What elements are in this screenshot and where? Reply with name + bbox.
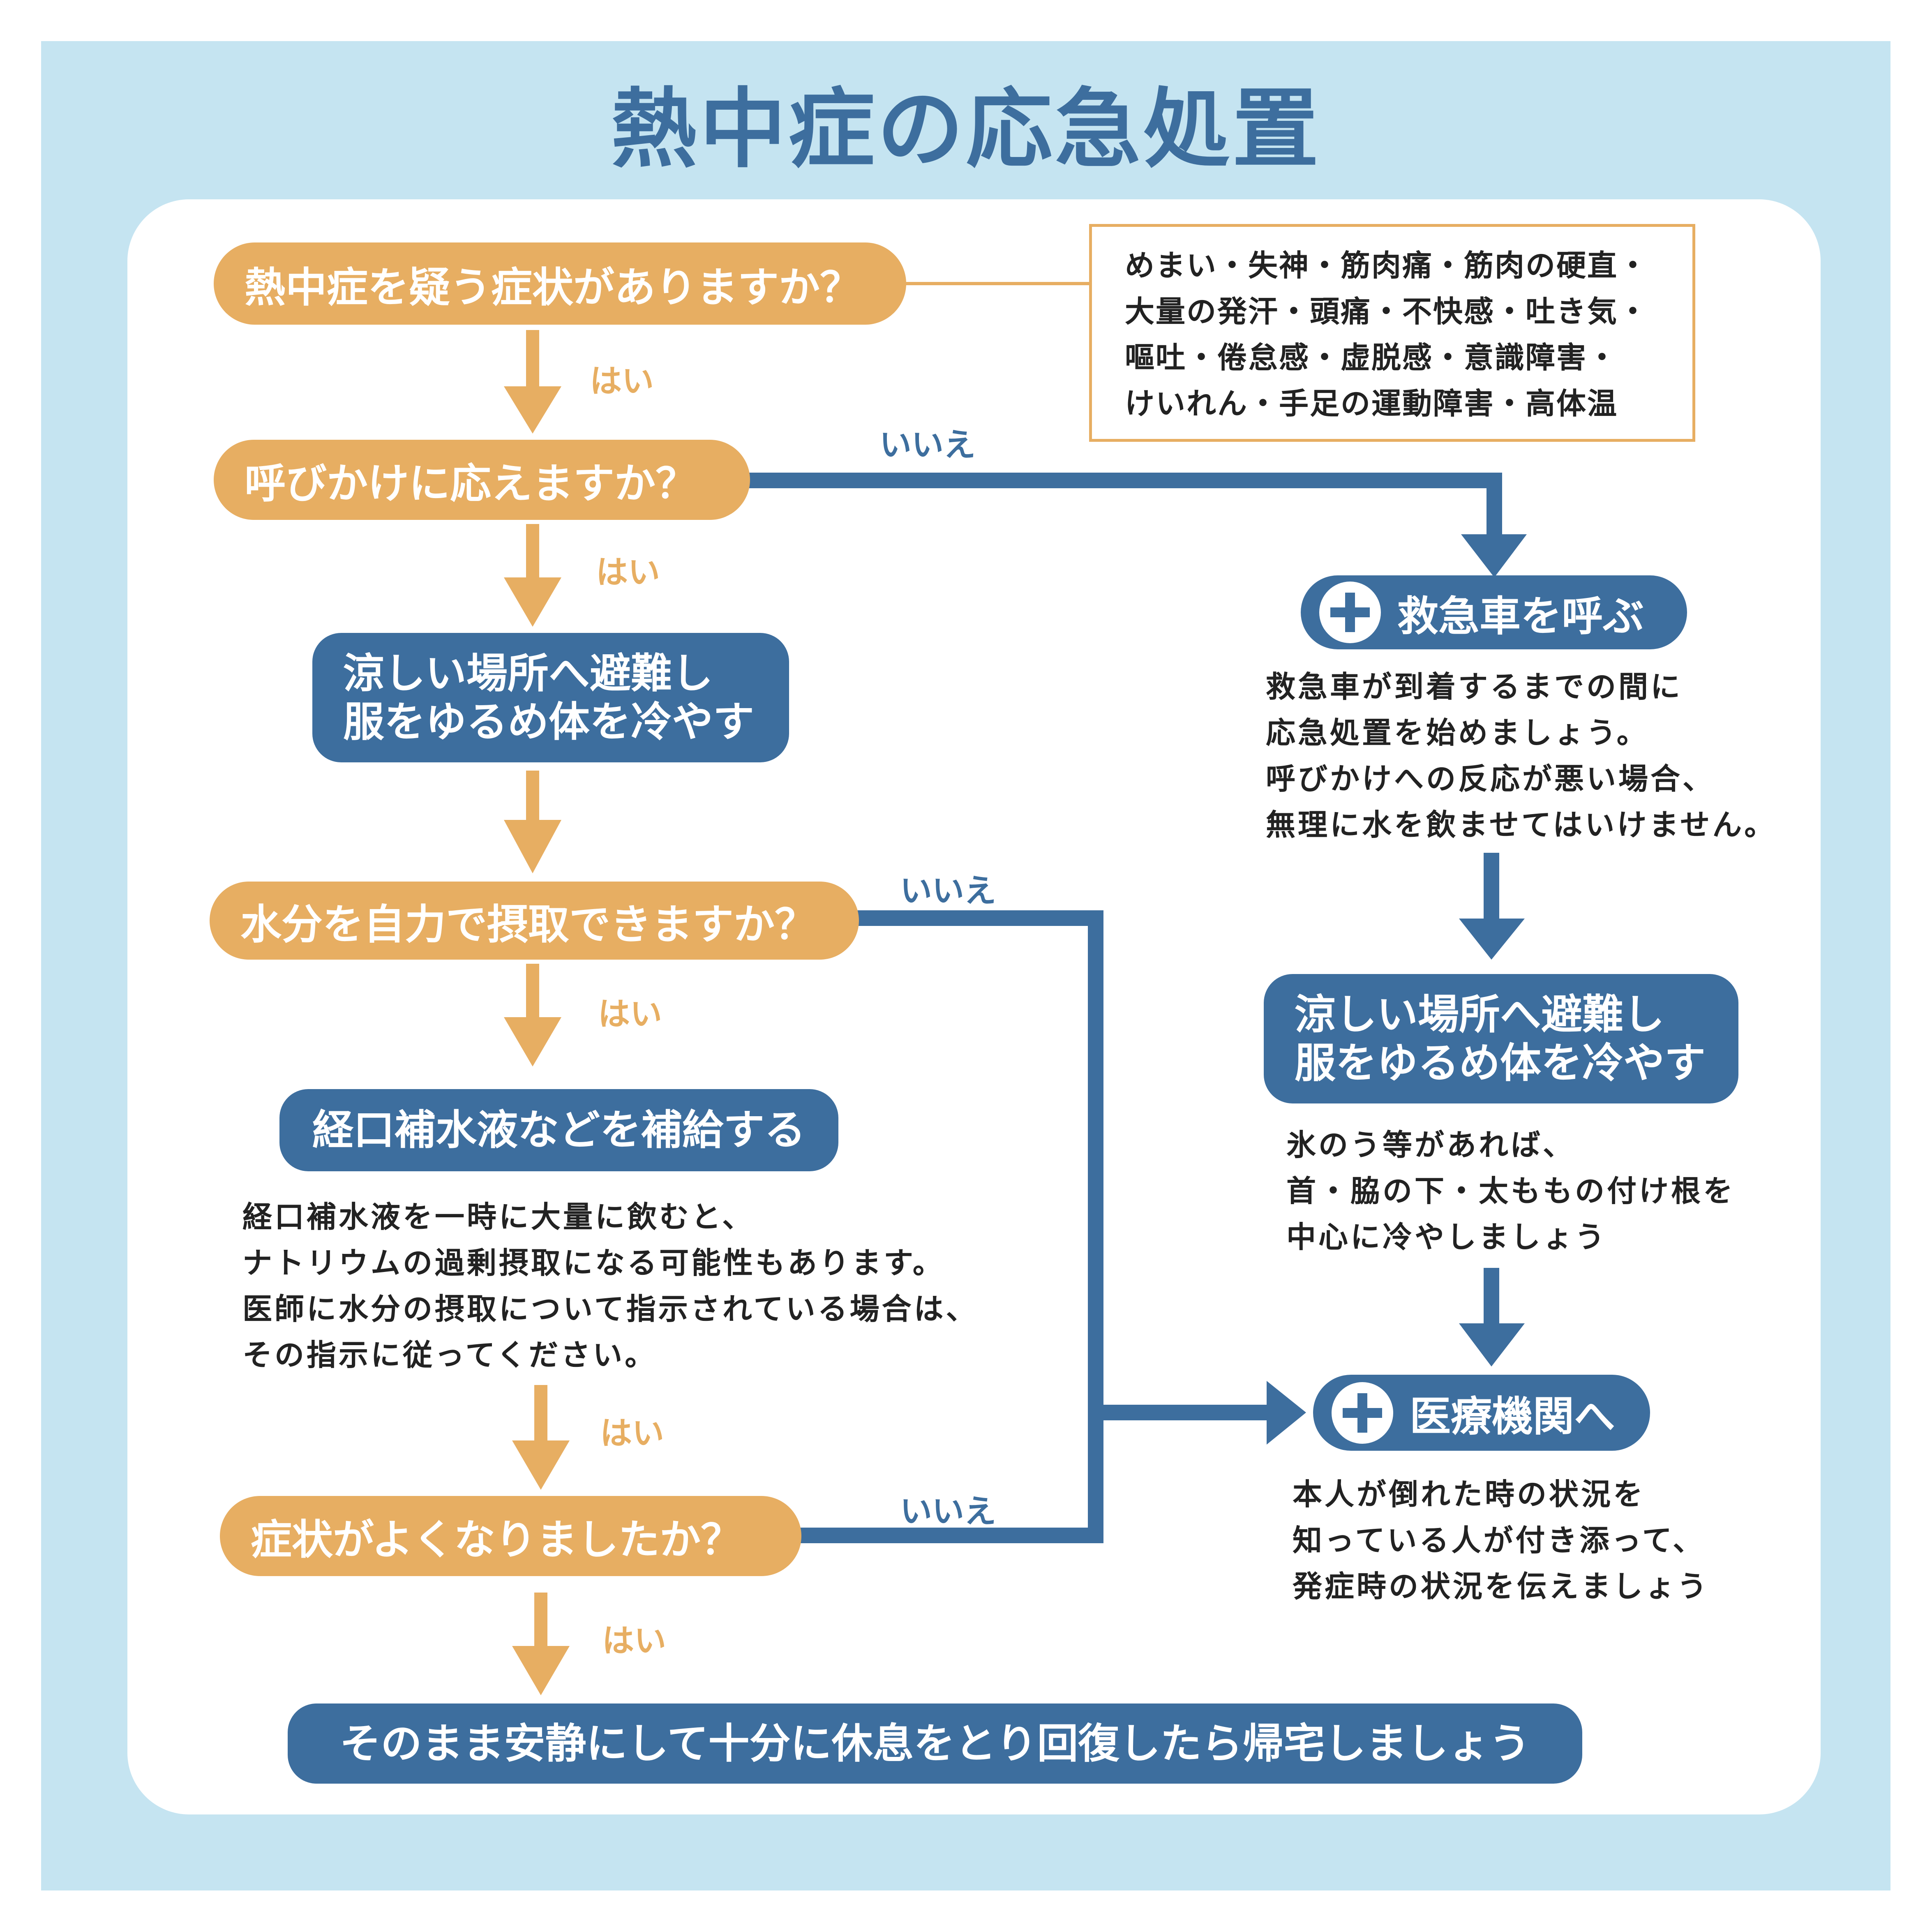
amb-to-cool-shaft — [1484, 853, 1499, 923]
yes-arrow-shaft-4 — [526, 964, 539, 1021]
question-responds-to-call: 呼びかけに応えますか？ — [214, 440, 750, 520]
note-line: 知っている人が付き添って、 — [1293, 1523, 1705, 1558]
action-go-to-hospital: 医療機関へ — [1313, 1375, 1650, 1451]
no-path-q2-arrowhead — [1461, 534, 1527, 577]
medical-cross-icon — [1332, 1382, 1393, 1444]
action-line: 服をゆるめ体を冷やす — [343, 697, 754, 746]
action-text: 経口補水液などを補給する — [312, 1106, 806, 1154]
medical-cross-icon — [1319, 582, 1381, 643]
note-line: 救急車が到着するまでの間に — [1266, 669, 1683, 704]
note-cooling-points: 氷のう等があれば、 首・脇の下・太ももの付け根を 中心に冷やしましょう — [1286, 1122, 1735, 1260]
note-line: その指示に従ってください。 — [242, 1338, 657, 1372]
action-oral-rehydration: 経口補水液などを補給する — [279, 1089, 838, 1171]
no-path-q2-horizontal — [748, 473, 1502, 488]
symptom-connector — [902, 282, 1091, 285]
action-text: 救急車を呼ぶ — [1397, 592, 1644, 640]
note-line: 首・脇の下・太ももの付け根を — [1286, 1174, 1736, 1208]
symptom-list-box: めまい・失神・筋肉痛・筋肉の硬直・ 大量の発汗・頭痛・不快感・吐き気・ 嘔吐・倦… — [1089, 224, 1695, 442]
action-text: そのまま安静にして十分に休息をとり回復したら帰宅しましょう — [339, 1719, 1530, 1768]
action-cool-down-left: 涼しい場所へ避難し 服をゆるめ体を冷やす — [312, 633, 789, 762]
yes-arrow-shaft-5 — [534, 1385, 547, 1447]
no-path-to-hospital — [1088, 1405, 1275, 1420]
yes-arrow-shaft-1 — [526, 330, 539, 392]
action-line: 服をゆるめ体を冷やす — [1295, 1039, 1706, 1087]
question-text: 症状がよくなりましたか？ — [251, 1516, 742, 1564]
cool-to-hospital-shaft — [1484, 1268, 1499, 1327]
yes-arrow-head-5 — [512, 1440, 570, 1490]
question-suspected-symptoms: 熱中症を疑う症状がありますか？ — [214, 242, 906, 325]
no-label: いいえ — [900, 873, 997, 909]
question-symptoms-improved: 症状がよくなりましたか？ — [220, 1496, 801, 1576]
note-line: 氷のう等があれば、 — [1286, 1128, 1575, 1162]
yes-label: はい — [600, 1415, 665, 1452]
note-line: 中心に冷やしましょう — [1286, 1220, 1607, 1254]
no-path-vertical-trunk — [1088, 910, 1103, 1543]
no-path-q4-horizontal — [799, 1528, 1103, 1543]
yes-arrow-head-6 — [512, 1646, 570, 1695]
note-line: ナトリウムの過剰摂取になる可能性もあります。 — [242, 1246, 945, 1280]
no-paths — [748, 473, 1527, 1543]
action-call-ambulance: 救急車を呼ぶ — [1301, 575, 1687, 649]
amb-to-cool-head — [1459, 919, 1525, 960]
yes-arrow-head-3 — [504, 820, 561, 873]
note-ambulance: 救急車が到着するまでの間に 応急処置を始めましょう。 呼びかけへの反応が悪い場合… — [1266, 664, 1776, 848]
note-line: 無理に水を飲ませてはいけません。 — [1266, 808, 1777, 842]
yes-arrow-head-1 — [504, 386, 561, 434]
yes-label: はい — [598, 996, 662, 1033]
note-hospital: 本人が倒れた時の状況を 知っている人が付き添って、 発症時の状況を伝えましょう — [1293, 1471, 1709, 1609]
yes-arrow-shaft-6 — [534, 1593, 547, 1652]
symptom-line: 大量の発汗・頭痛・不快感・吐き気・ — [1125, 294, 1649, 329]
note-line: 発症時の状況を伝えましょう — [1293, 1569, 1710, 1604]
action-text: 医療機関へ — [1410, 1392, 1615, 1440]
note-line: 応急処置を始めましょう。 — [1266, 716, 1649, 750]
note-line: 経口補水液を一時に大量に飲むと、 — [242, 1200, 755, 1234]
note-line: 呼びかけへの反応が悪い場合、 — [1266, 762, 1715, 796]
question-text: 水分を自力で摂取できますか？ — [240, 900, 816, 949]
question-text: 呼びかけに応えますか？ — [245, 459, 697, 508]
no-label: いいえ — [900, 1493, 997, 1530]
yes-arrow-shaft-2 — [526, 524, 539, 582]
question-drink-by-self: 水分を自力で摂取できますか？ — [210, 882, 859, 960]
yes-arrow-shaft-3 — [526, 771, 539, 824]
symptom-line: 嘔吐・倦怠感・虚脱感・意識障害・ — [1125, 340, 1618, 375]
no-path-q3-horizontal — [855, 910, 1103, 926]
yes-arrow-head-4 — [504, 1017, 561, 1066]
symptom-line: けいれん・手足の運動障害・高体温 — [1125, 386, 1618, 421]
note-oral-rehydration: 経口補水液を一時に大量に飲むと、 ナトリウムの過剰摂取になる可能性もあります。 … — [242, 1194, 978, 1378]
page-title: 熱中症の応急処置 — [611, 79, 1321, 180]
yes-label: はい — [602, 1623, 667, 1660]
yes-label: はい — [590, 363, 654, 400]
cool-to-hospital-head — [1459, 1323, 1525, 1366]
yes-arrow-head-2 — [504, 577, 561, 627]
yes-arrows — [504, 330, 570, 1695]
question-text: 熱中症を疑う症状がありますか？ — [245, 263, 861, 312]
no-path-to-hospital-arrowhead — [1267, 1381, 1306, 1445]
symptom-line: めまい・失神・筋肉痛・筋肉の硬直・ — [1125, 248, 1649, 283]
no-path-q2-vertical — [1487, 473, 1502, 540]
action-cool-down-right: 涼しい場所へ避難し 服をゆるめ体を冷やす — [1264, 974, 1738, 1103]
action-line: 涼しい場所へ避難し — [1295, 990, 1664, 1039]
action-rest-and-go-home: そのまま安静にして十分に休息をとり回復したら帰宅しましょう — [288, 1703, 1582, 1784]
no-label: いいえ — [879, 427, 976, 464]
action-line: 涼しい場所へ避難し — [343, 649, 713, 697]
note-line: 本人が倒れた時の状況を — [1293, 1477, 1646, 1512]
yes-label: はい — [596, 554, 660, 591]
note-line: 医師に水分の摂取について指示されている場合は、 — [242, 1292, 978, 1326]
